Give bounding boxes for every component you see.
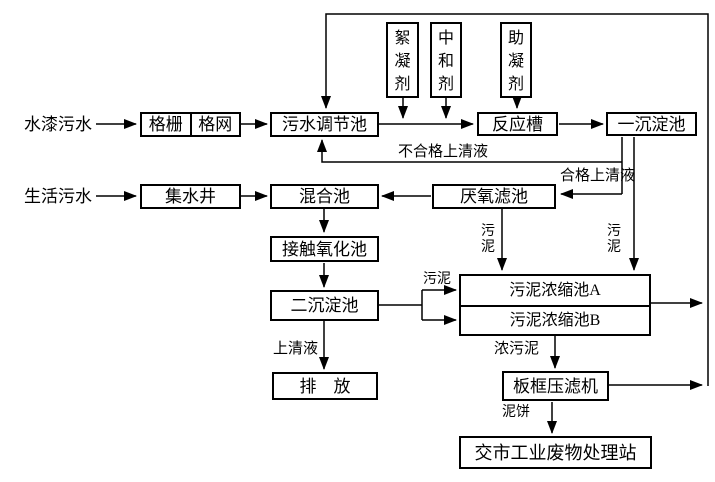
- label-supernatant: 上清液: [273, 341, 319, 357]
- label-unqualified-supernatant: 不合格上清液: [398, 144, 489, 160]
- node-primary-sedimentation-tank: 一沉淀池: [606, 112, 697, 136]
- label-concentrated-sludge: 浓污泥: [494, 341, 540, 357]
- node-screen: 格栅 格网: [140, 112, 241, 137]
- node-reaction-tank: 反应槽: [477, 112, 558, 136]
- node-coagulant-aid: 助凝剂: [500, 22, 532, 98]
- edge-return-loop-top: [321, 13, 709, 386]
- source-paint-wastewater: 水漆污水: [24, 115, 92, 134]
- label-mud-cake: 泥饼: [502, 405, 530, 420]
- label-sludge-from-primary: 污泥: [607, 224, 621, 255]
- node-sludge-thickener-a: 污泥浓缩池A: [509, 281, 601, 299]
- node-anaerobic-filter: 厌氧滤池: [432, 184, 556, 209]
- label-sludge-from-anaerobic: 污泥: [481, 224, 495, 255]
- node-sludge-thickener-b: 污泥浓缩池B: [461, 305, 649, 334]
- node-contact-oxidation-tank: 接触氧化池: [270, 236, 379, 262]
- source-domestic-wastewater: 生活污水: [24, 187, 92, 206]
- node-flocculant: 絮凝剂: [386, 22, 419, 98]
- node-secondary-sedimentation-tank: 二沉淀池: [270, 290, 379, 321]
- node-sludge-thickeners: 污泥浓缩池A 污泥浓缩池B: [459, 274, 651, 336]
- node-bar-screen: 格栅: [148, 115, 183, 134]
- node-regulating-tank: 污水调节池: [270, 112, 379, 137]
- node-filter-press: 板框压滤机: [502, 371, 609, 401]
- node-mixing-tank: 混合池: [270, 184, 379, 209]
- node-neutralizer: 中和剂: [430, 22, 462, 98]
- label-sludge-from-secondary: 污泥: [423, 272, 451, 287]
- edge-unqualified-return: [317, 139, 622, 163]
- label-qualified-supernatant: 合格上清液: [560, 168, 636, 184]
- node-collecting-well: 集水井: [140, 184, 241, 209]
- node-discharge: 排 放: [272, 372, 378, 400]
- node-mesh-screen: 格网: [189, 114, 240, 135]
- node-waste-station: 交市工业废物处理站: [459, 436, 652, 469]
